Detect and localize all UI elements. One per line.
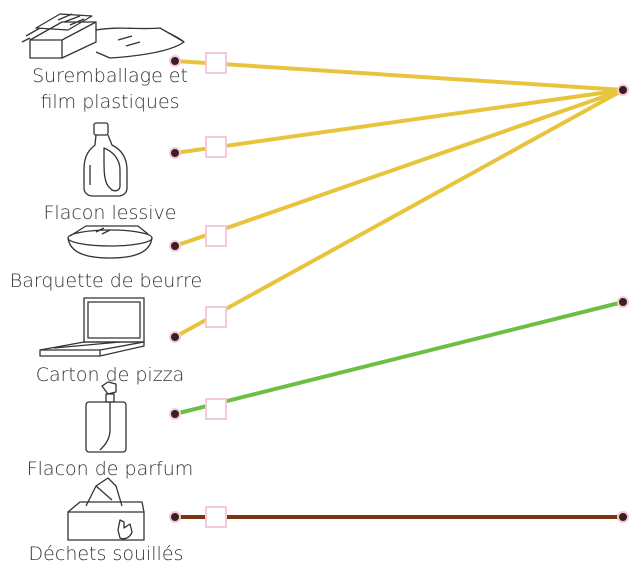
source-dot-suremballage[interactable] <box>169 55 181 67</box>
target-dot-top[interactable] <box>617 84 629 96</box>
source-dots <box>169 55 181 523</box>
source-dot-flacon-lessive[interactable] <box>169 147 181 159</box>
target-dots <box>617 84 629 523</box>
connection-line-carton-pizza[interactable] <box>174 88 624 339</box>
source-dot-barquette[interactable] <box>169 240 181 252</box>
pizza-box-icon <box>39 297 145 357</box>
source-dot-flacon-parfum[interactable] <box>169 408 181 420</box>
label-carton-pizza: Carton de pizza <box>35 364 185 386</box>
label-suremballage-line2: film plastiques <box>40 91 180 113</box>
plastic-film-pack-icon <box>21 13 185 59</box>
label-suremballage-line1: Suremballage et <box>32 65 188 87</box>
target-dot-middle[interactable] <box>617 296 629 308</box>
checkbox-flacon-parfum[interactable] <box>205 398 227 420</box>
source-dot-carton-pizza[interactable] <box>169 331 181 343</box>
checkbox-flacon-lessive[interactable] <box>205 136 227 158</box>
label-flacon-lessive: Flacon lessive <box>43 202 177 224</box>
label-suremballage: Suremballage et film plastiques <box>10 63 210 115</box>
tissue-box-icon <box>67 477 145 541</box>
label-dechets: Déchets souillés <box>28 543 184 565</box>
checkbox-dechets[interactable] <box>205 506 227 528</box>
connection-line-flacon-lessive[interactable] <box>174 88 624 155</box>
connection-lines <box>174 59 624 519</box>
connection-line-suremballage[interactable] <box>174 59 624 92</box>
label-barquette: Barquette de beurre <box>9 270 203 292</box>
checkbox-squares <box>205 52 227 528</box>
label-flacon-parfum: Flacon de parfum <box>26 458 194 480</box>
target-dot-bottom[interactable] <box>617 511 629 523</box>
butter-tub-icon <box>67 225 153 259</box>
checkbox-carton-pizza[interactable] <box>205 306 227 328</box>
connection-line-flacon-parfum[interactable] <box>174 300 624 416</box>
source-dot-dechets[interactable] <box>169 511 181 523</box>
checkbox-barquette[interactable] <box>205 225 227 247</box>
connection-line-barquette[interactable] <box>174 88 624 248</box>
perfume-bottle-icon <box>85 381 127 453</box>
detergent-bottle-icon <box>83 122 128 197</box>
checkbox-suremballage[interactable] <box>205 52 227 74</box>
